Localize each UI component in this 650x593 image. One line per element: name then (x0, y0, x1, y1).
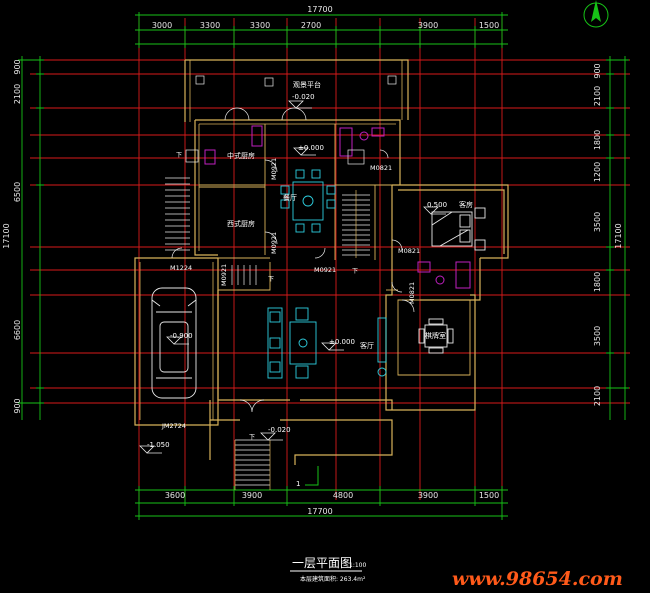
left-overall-dim: 17100 (2, 223, 11, 248)
level-marker-triangles (139, 100, 446, 454)
dining-table-icon (280, 169, 336, 233)
bottom-dimension-labels: 3600 3900 4800 3900 1500 (165, 491, 499, 500)
right-dim-4: 1200 (593, 162, 602, 182)
door-code-m0921-d: M0921 (220, 264, 228, 286)
right-overall-dim: 17100 (614, 223, 623, 248)
dimension-lines (18, 12, 629, 520)
right-dim-6: 1800 (593, 272, 602, 292)
right-dim-7: 3500 (593, 326, 602, 346)
section-symbol (305, 466, 319, 486)
door-code-m1224: M1224 (170, 264, 192, 272)
area-note: 本层建筑面积: 263.4m² (300, 575, 366, 583)
dining-label: 餐厅 (283, 193, 297, 202)
right-dimension-labels: 900 2100 1800 1200 3500 1800 3500 2100 1… (593, 63, 623, 406)
bottom-dim-4: 3900 (418, 491, 438, 500)
stair-down-mark-c: 下 (249, 434, 255, 441)
door-code-m0821-a: M0821 (370, 164, 392, 172)
top-dim-3: 3300 (250, 21, 270, 30)
door-code-m0921-b: M0921 (270, 232, 278, 254)
porch-staircase (234, 439, 271, 490)
terrace-level: -0.020 (292, 93, 315, 101)
right-dim-1: 900 (593, 63, 602, 78)
door-code-m0921-c: M0921 (314, 266, 336, 274)
door-code-jm2724: JM2724 (161, 422, 186, 430)
sofa-set-icon (267, 307, 387, 379)
stair-down-mark-a: 下 (268, 276, 274, 283)
bedroom-level: 0.500 (427, 201, 447, 209)
left-dimension-labels: 900 2100 6500 6600 900 17100 (2, 59, 22, 413)
left-dim-2: 2100 (13, 84, 22, 104)
room-furnishing-white (185, 75, 397, 165)
door-code-m0821-c: M0821 (408, 282, 416, 304)
bottom-dim-1: 3600 (165, 491, 185, 500)
bedroom-label: 客房 (459, 200, 473, 209)
drawing-title: 一层平面图 (292, 556, 352, 570)
north-arrow-icon (583, 0, 609, 28)
top-dim-2: 3300 (200, 21, 220, 30)
card-table-icon (418, 318, 454, 354)
inner-steps (231, 265, 257, 285)
top-dimension-labels: 3000 3300 3300 2700 3900 1500 (152, 21, 499, 30)
top-dim-5: 3900 (418, 21, 438, 30)
right-dim-3: 1800 (593, 130, 602, 150)
right-dim-8: 2100 (593, 386, 602, 406)
living-level: ±0.000 (329, 338, 355, 346)
walls (134, 59, 509, 465)
section-number: 1 (296, 480, 300, 488)
dining-level: ±0.000 (298, 144, 324, 152)
side-staircase (165, 177, 190, 251)
door-swings (171, 107, 415, 413)
bottom-dim-5: 1500 (479, 491, 499, 500)
outside-level: -1.050 (147, 441, 170, 449)
door-code-m0821-b: M0821 (398, 247, 420, 255)
kitchen-fixtures-icon (204, 125, 471, 289)
car-icon (151, 287, 197, 399)
bottom-dim-3: 4800 (333, 491, 353, 500)
top-dim-4: 2700 (301, 21, 321, 30)
chinese-kitchen-label: 中式厨房 (227, 151, 255, 160)
western-kitchen-label: 西式厨房 (227, 219, 255, 228)
left-dim-1: 900 (13, 59, 22, 74)
living-label: 客厅 (360, 341, 374, 350)
garage-level: -0.900 (170, 332, 193, 340)
right-dim-5: 3500 (593, 212, 602, 232)
overall-dimension-top: 17700 (307, 5, 332, 14)
bottom-dim-2: 3900 (242, 491, 262, 500)
entry-level: -0.020 (268, 426, 291, 434)
right-dim-2: 2100 (593, 86, 602, 106)
study-label: 棋牌室 (425, 331, 446, 340)
drawing-scale: 1:100 (349, 562, 366, 569)
stair-down-mark-b: 下 (352, 268, 358, 275)
watermark: www.98654.com (452, 568, 623, 590)
left-dim-5: 900 (13, 398, 22, 413)
terrace-label: 观景平台 (293, 80, 321, 89)
bed-icon (431, 207, 486, 251)
left-dim-4: 6600 (13, 320, 22, 340)
main-staircase (342, 190, 370, 258)
axis-grid (30, 18, 630, 500)
overall-dimension-bottom: 17700 (307, 507, 332, 516)
left-dim-3: 6500 (13, 182, 22, 202)
door-code-m0921-a: M0921 (270, 158, 278, 180)
top-dim-6: 1500 (479, 21, 499, 30)
stair-down-mark-d: 下 (176, 152, 182, 159)
top-dim-1: 3000 (152, 21, 172, 30)
